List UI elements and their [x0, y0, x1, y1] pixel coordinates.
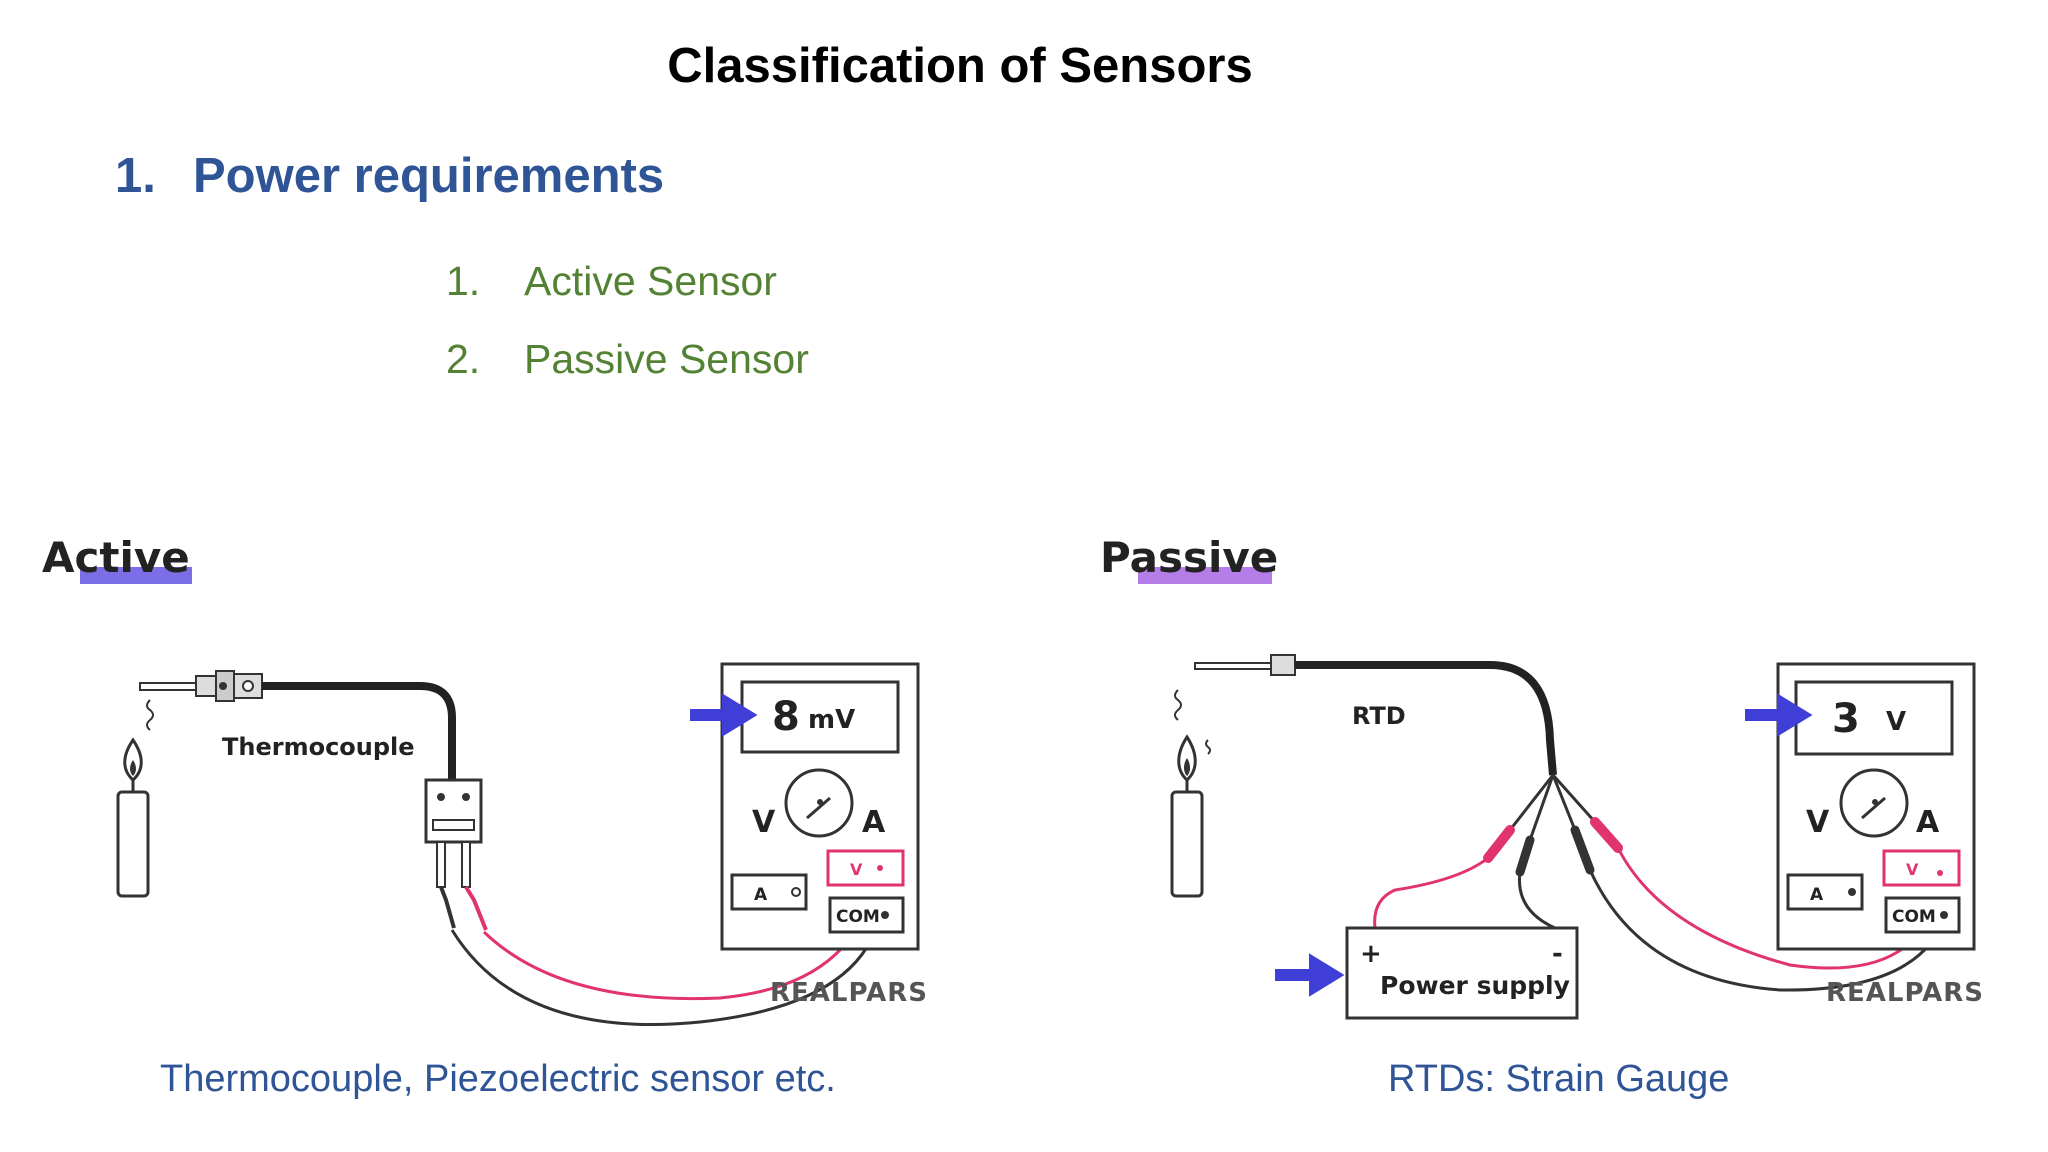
port-a-label: A [754, 885, 768, 905]
multimeter-icon [1776, 662, 1976, 951]
passive-watermark: REALPARS [1826, 978, 1984, 1008]
active-title: Active [42, 533, 190, 582]
power-supply-box [1345, 926, 1579, 1020]
passive-title: Passive [1100, 533, 1278, 582]
section-heading: 1. Power requirements [115, 148, 664, 204]
meter-v-label: V [1806, 805, 1830, 840]
power-supply-label: Power supply [1380, 971, 1570, 1000]
power-supply-minus: - [1552, 939, 1563, 969]
active-reading-value: 8 [772, 694, 800, 740]
list-item-text: Passive Sensor [524, 336, 809, 382]
rtd-cable [1295, 661, 1557, 776]
active-reading-unit: mV [808, 705, 855, 735]
list-item-text: Active Sensor [524, 258, 777, 304]
active-watermark: REALPARS [770, 978, 928, 1008]
port-v-label: V [850, 860, 863, 879]
section-heading-number: 1. [115, 149, 156, 203]
active-caption: Thermocouple, Piezoelectric sensor etc. [160, 1058, 836, 1100]
passive-title-underline [1138, 567, 1272, 584]
thermocouple-cable [262, 682, 456, 780]
rtd-probe-icon [1194, 654, 1296, 676]
thermocouple-probe-icon [139, 670, 263, 702]
supply-black-wire [1517, 871, 1556, 930]
slide-title: Classification of Sensors [667, 39, 1253, 93]
port-com-label: COM [1892, 907, 1936, 927]
supply-arrow-icon [1275, 953, 1345, 997]
reading-arrow-icon [690, 693, 758, 737]
connector-icon [424, 778, 488, 931]
rtd-label: RTD [1352, 702, 1406, 730]
passive-reading-value: 3 [1832, 696, 1860, 742]
meter-v-label: V [752, 805, 776, 840]
reading-arrow-icon [1745, 693, 1813, 737]
section-heading-text: Power requirements [193, 149, 665, 203]
active-title-underline [80, 567, 192, 584]
passive-reading-unit: V [1886, 707, 1906, 737]
passive-diagram: Passive RTD [1100, 533, 1984, 1020]
port-v-label: V [1906, 860, 1919, 879]
list-item-number: 2. [446, 336, 481, 382]
passive-caption: RTDs: Strain Gauge [1388, 1058, 1730, 1100]
candle-icon [1170, 689, 1211, 898]
port-a-label: A [1810, 885, 1824, 905]
multimeter-icon [720, 662, 920, 951]
active-diagram: Active Thermocouple [42, 533, 928, 1026]
candle-icon [116, 699, 154, 898]
black-wire [450, 914, 882, 1026]
list-item-number: 1. [446, 258, 481, 304]
rtd-leads [1483, 774, 1623, 877]
power-supply-plus: + [1360, 939, 1382, 969]
meter-black-wire [1588, 869, 1948, 992]
thermocouple-label: Thermocouple [222, 733, 415, 761]
meter-a-label: A [1916, 805, 1940, 840]
list-item-active: 1. Active Sensor [446, 258, 777, 305]
port-com-label: COM [836, 907, 880, 927]
meter-a-label: A [862, 805, 886, 840]
supply-red-wire [1373, 856, 1489, 929]
list-item-passive: 2. Passive Sensor [446, 336, 809, 383]
